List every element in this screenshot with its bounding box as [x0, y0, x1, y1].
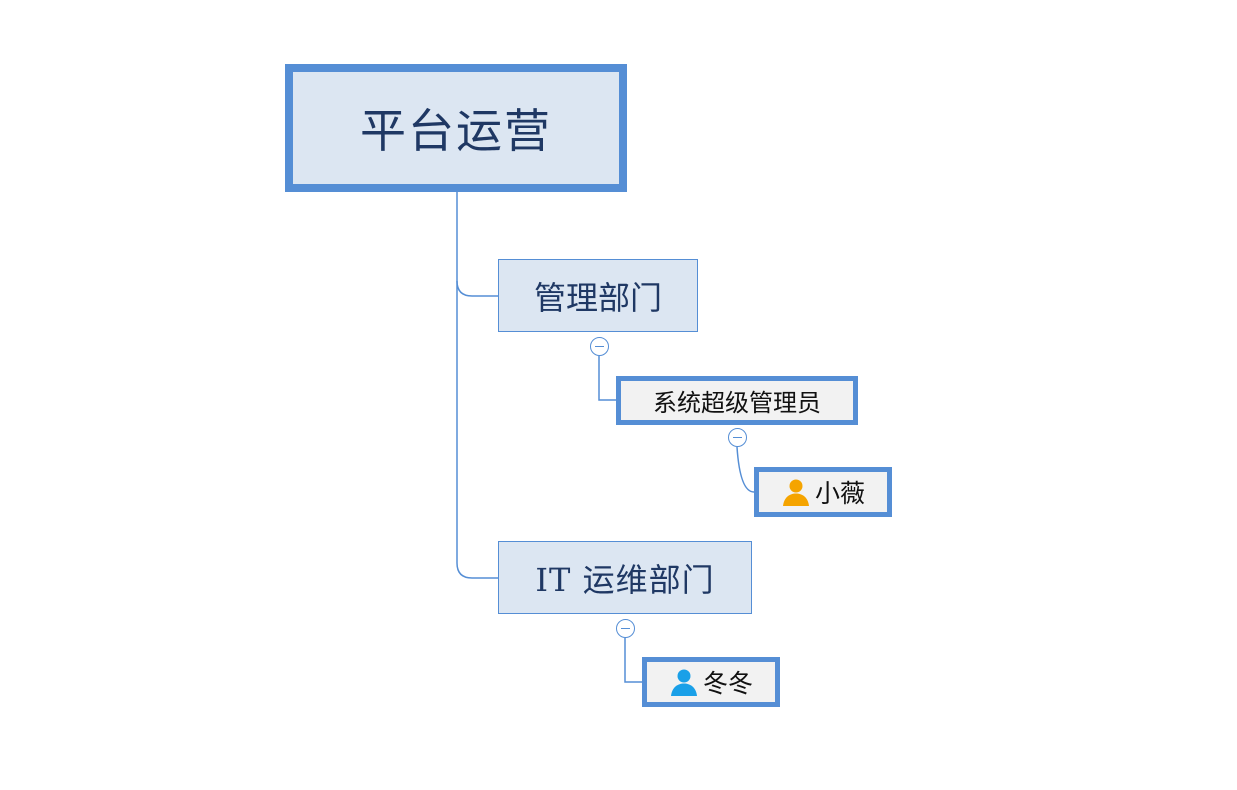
role-node-label: 系统超级管理员 [653, 389, 821, 417]
collapse-toggle-management[interactable] [590, 337, 609, 356]
connector-mgmt-role [598, 356, 616, 401]
root-node-label: 平台运营 [360, 104, 552, 158]
member-node-xiaowei[interactable]: 小薇 [754, 467, 892, 517]
member-name: 冬冬 [702, 669, 753, 698]
dept-node-it-ops[interactable]: IT 运维部门 [498, 541, 752, 614]
dept-node-management[interactable]: 管理部门 [498, 259, 698, 332]
dept-node-label: IT 运维部门 [535, 560, 715, 599]
connector-it-dongdong [624, 638, 642, 683]
person-icon [781, 477, 811, 507]
connector-role-xiaowei [736, 446, 755, 493]
dept-node-label: 管理部门 [533, 278, 662, 317]
role-node-super-admin[interactable]: 系统超级管理员 [616, 376, 858, 425]
collapse-toggle-super-admin[interactable] [728, 428, 747, 447]
connector-root-it [456, 281, 498, 579]
person-icon [669, 667, 699, 697]
root-node-platform-ops[interactable]: 平台运营 [285, 64, 627, 192]
member-name: 小薇 [814, 479, 865, 508]
connector-root-mgmt [456, 192, 498, 297]
member-node-dongdong[interactable]: 冬冬 [642, 657, 780, 707]
collapse-toggle-it-ops[interactable] [616, 619, 635, 638]
